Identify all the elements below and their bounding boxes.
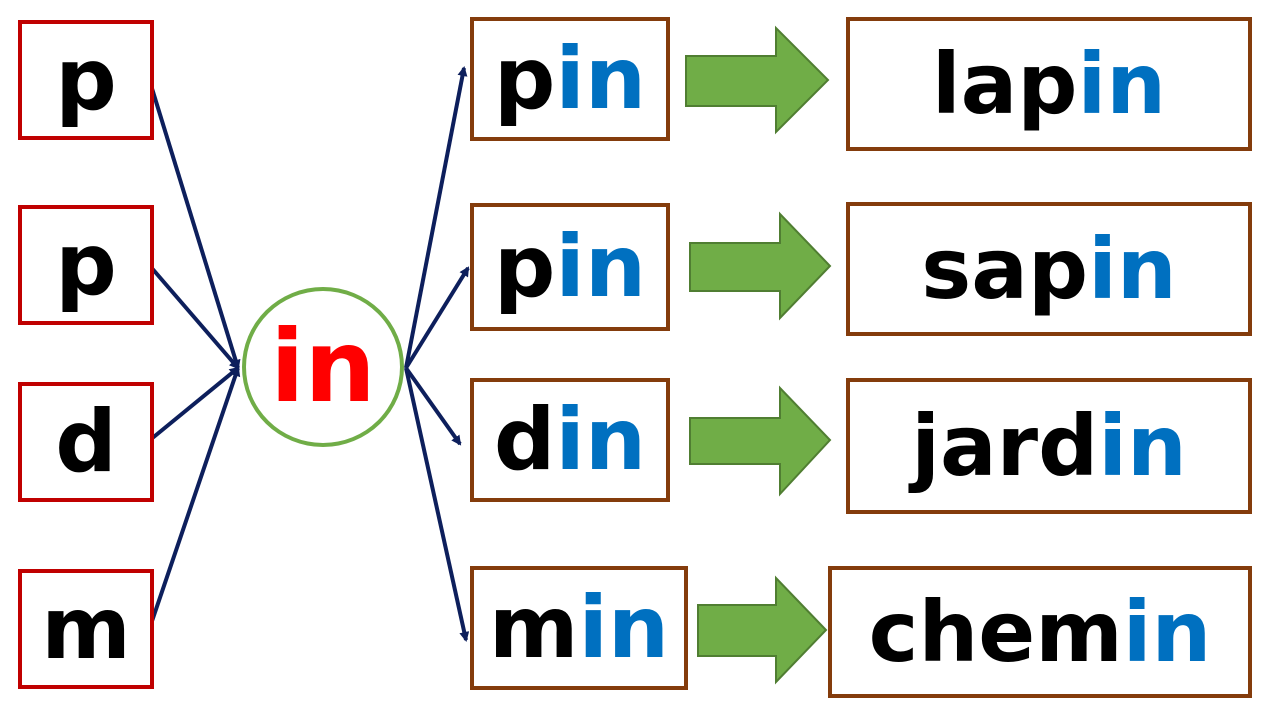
consonant-letter: d bbox=[55, 392, 117, 492]
block-arrow bbox=[689, 211, 832, 321]
word-prefix: jard bbox=[911, 397, 1099, 495]
consonant-box: p bbox=[18, 205, 154, 325]
connector-arrow bbox=[148, 366, 241, 628]
word-prefix: sap bbox=[921, 220, 1089, 318]
consonant-letter: m bbox=[41, 579, 131, 679]
center-sound-text: in bbox=[270, 308, 376, 425]
consonant-letter: p bbox=[55, 215, 117, 315]
word-prefix: lap bbox=[931, 35, 1078, 133]
connector-arrow bbox=[404, 367, 470, 642]
center-sound-circle: in bbox=[242, 287, 404, 447]
consonant-box: p bbox=[18, 20, 154, 140]
connector-arrow bbox=[404, 266, 470, 370]
syllable-prefix: p bbox=[493, 29, 556, 129]
block-arrow bbox=[685, 25, 830, 135]
word-suffix: in bbox=[1098, 397, 1187, 495]
word-suffix: in bbox=[1088, 220, 1177, 318]
syllable-prefix: m bbox=[488, 578, 579, 678]
block-arrow bbox=[697, 575, 828, 685]
word-suffix: in bbox=[1077, 35, 1167, 133]
connector-arrow bbox=[148, 264, 240, 370]
syllable-suffix: in bbox=[555, 217, 647, 317]
word-prefix: chem bbox=[868, 583, 1123, 681]
connector-arrow bbox=[404, 66, 468, 369]
connector-arrow bbox=[404, 366, 462, 446]
syllable-suffix: in bbox=[555, 29, 647, 129]
syllable-suffix: in bbox=[555, 390, 647, 490]
consonant-box: d bbox=[18, 382, 154, 502]
block-arrow bbox=[689, 385, 832, 497]
consonant-box: m bbox=[18, 569, 154, 689]
syllable-suffix: in bbox=[578, 578, 670, 678]
connector-arrow bbox=[148, 81, 241, 370]
consonant-letter: p bbox=[55, 30, 117, 130]
connector-arrow bbox=[148, 366, 240, 442]
syllable-prefix: p bbox=[493, 217, 556, 317]
word-suffix: in bbox=[1122, 583, 1212, 681]
syllable-prefix: d bbox=[493, 390, 556, 490]
